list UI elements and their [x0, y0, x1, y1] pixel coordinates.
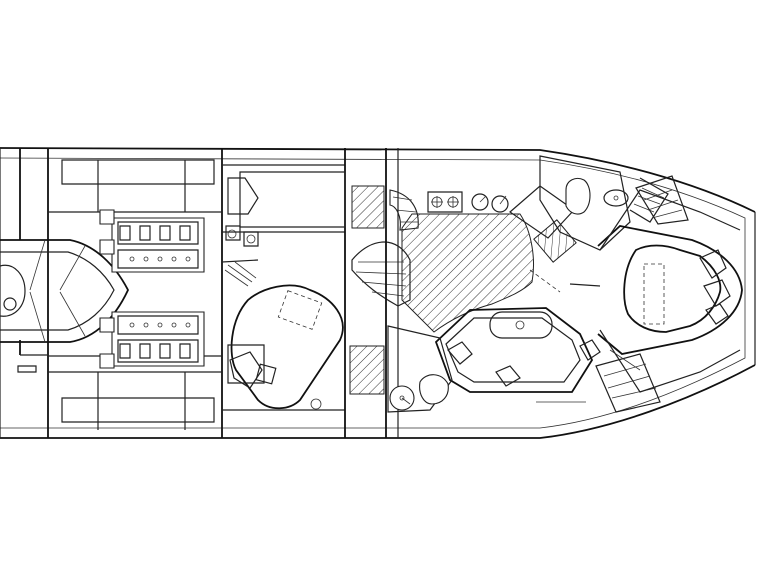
aft-cabin-bed — [232, 285, 343, 408]
engine-room — [48, 148, 222, 438]
tender-garage — [20, 148, 48, 438]
side-decks — [600, 190, 740, 392]
mid-head — [388, 326, 452, 412]
hull-outline — [0, 148, 755, 438]
engine-starboard — [100, 210, 204, 272]
aft-cabin — [222, 148, 345, 438]
tender-boat — [0, 240, 128, 372]
forward-locker-hatch-lower — [596, 354, 660, 412]
engine-port — [100, 312, 204, 368]
forward-locker-hatch-upper — [636, 176, 688, 224]
galley-hob — [428, 192, 462, 212]
galley-sinks — [472, 194, 508, 212]
salon-dinette — [436, 270, 600, 402]
aft-cabin-wardrobe — [222, 260, 258, 286]
forward-cabin — [598, 226, 742, 354]
salon-floor — [402, 214, 534, 332]
